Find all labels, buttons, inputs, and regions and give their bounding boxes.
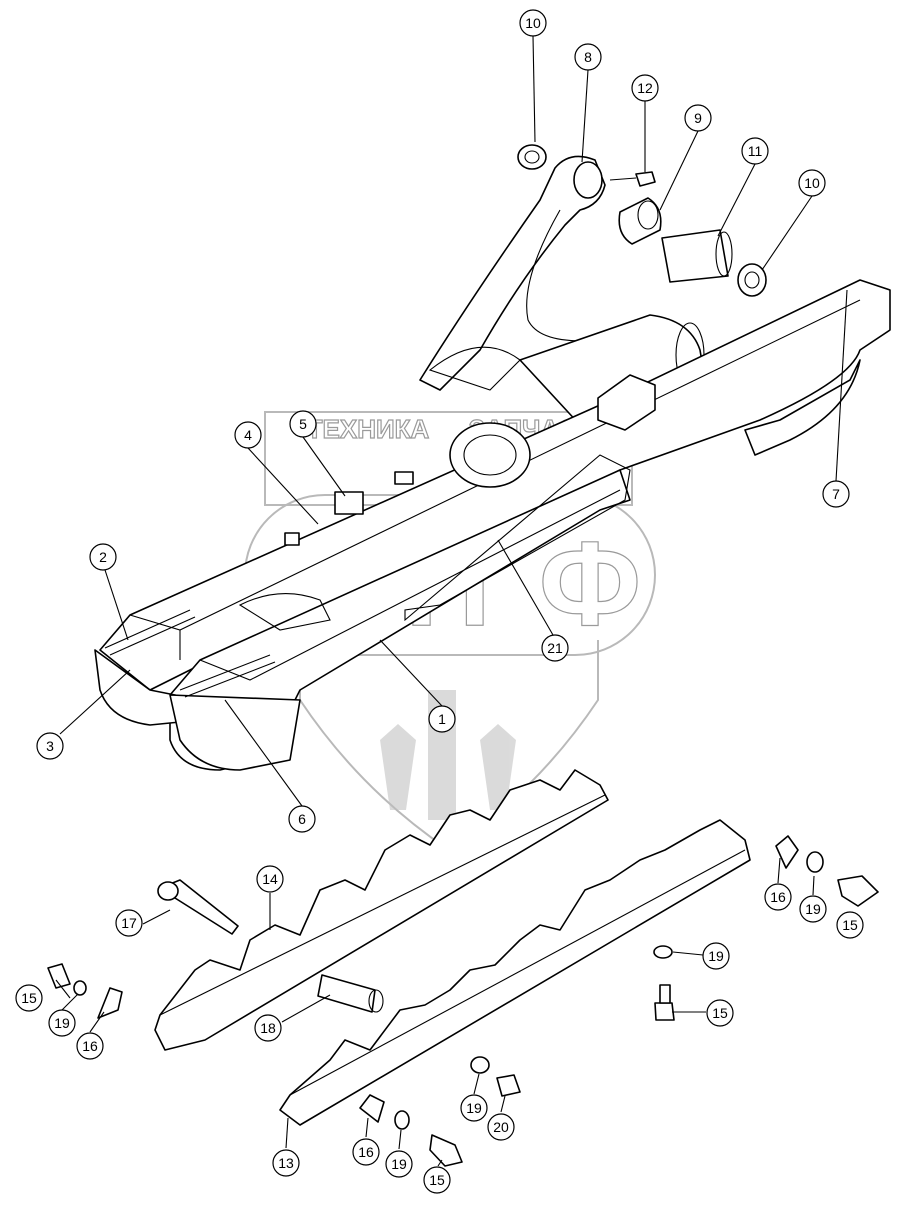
callout-12[interactable]: 12 — [631, 74, 659, 102]
callout-15[interactable]: 15 — [15, 984, 43, 1012]
svg-text:15: 15 — [842, 917, 858, 933]
svg-text:15: 15 — [429, 1172, 445, 1188]
callout-19[interactable]: 19 — [385, 1150, 413, 1178]
callout-16[interactable]: 16 — [76, 1032, 104, 1060]
svg-text:19: 19 — [466, 1100, 482, 1116]
callout-15[interactable]: 15 — [706, 999, 734, 1027]
svg-text:9: 9 — [694, 110, 702, 126]
callout-9[interactable]: 9 — [684, 104, 712, 132]
svg-text:17: 17 — [121, 915, 137, 931]
callout-11[interactable]: 11 — [741, 137, 769, 165]
callout-4[interactable]: 4 — [234, 421, 262, 449]
callout-7[interactable]: 7 — [822, 480, 850, 508]
leader-lines — [55, 35, 848, 1167]
svg-text:4: 4 — [244, 427, 252, 443]
svg-text:6: 6 — [298, 811, 306, 827]
callout-14[interactable]: 14 — [256, 865, 284, 893]
svg-text:12: 12 — [637, 80, 653, 96]
svg-text:7: 7 — [832, 486, 840, 502]
callout-16[interactable]: 16 — [764, 883, 792, 911]
callout-10[interactable]: 10 — [519, 9, 547, 37]
callout-15[interactable]: 15 — [423, 1166, 451, 1194]
callout-15[interactable]: 15 — [836, 911, 864, 939]
svg-text:3: 3 — [46, 738, 54, 754]
guard-rails — [154, 769, 751, 1126]
callout-1[interactable]: 1 — [428, 705, 456, 733]
svg-text:2: 2 — [99, 549, 107, 565]
svg-text:19: 19 — [805, 901, 821, 917]
callout-19[interactable]: 19 — [460, 1094, 488, 1122]
svg-text:10: 10 — [804, 175, 820, 191]
svg-text:16: 16 — [82, 1038, 98, 1054]
callout-8[interactable]: 8 — [574, 43, 602, 71]
pivot-parts — [517, 144, 767, 297]
callouts: 10 8 12 9 11 10 4 5 7 2 21 1 3 6 14 17 1… — [15, 9, 864, 1194]
svg-text:18: 18 — [260, 1020, 276, 1036]
svg-text:5: 5 — [299, 416, 307, 432]
callout-6[interactable]: 6 — [288, 805, 316, 833]
svg-text:1: 1 — [438, 711, 446, 727]
callout-2[interactable]: 2 — [89, 543, 117, 571]
washer-10a — [517, 144, 547, 170]
callout-5[interactable]: 5 — [289, 410, 317, 438]
svg-text:19: 19 — [54, 1015, 70, 1031]
svg-text:19: 19 — [708, 948, 724, 964]
callout-16[interactable]: 16 — [352, 1138, 380, 1166]
svg-text:8: 8 — [584, 49, 592, 65]
callout-3[interactable]: 3 — [36, 732, 64, 760]
svg-text:20: 20 — [493, 1119, 509, 1135]
callout-19[interactable]: 19 — [48, 1009, 76, 1037]
svg-text:11: 11 — [748, 143, 763, 159]
svg-text:19: 19 — [391, 1156, 407, 1172]
svg-text:10: 10 — [525, 15, 541, 31]
svg-text:14: 14 — [262, 871, 278, 887]
callout-13[interactable]: 13 — [272, 1149, 300, 1177]
callout-20[interactable]: 20 — [487, 1113, 515, 1141]
callout-19[interactable]: 19 — [702, 942, 730, 970]
hardware — [47, 835, 879, 1167]
watermark-top-text: ТЕХНИКА — [307, 414, 430, 444]
svg-text:21: 21 — [547, 640, 563, 656]
svg-text:16: 16 — [770, 889, 786, 905]
svg-text:15: 15 — [21, 990, 37, 1006]
frame-assembly — [94, 155, 891, 771]
callout-10[interactable]: 10 — [798, 169, 826, 197]
callout-21[interactable]: 21 — [541, 634, 569, 662]
callout-17[interactable]: 17 — [115, 909, 143, 937]
svg-text:16: 16 — [358, 1144, 374, 1160]
svg-text:13: 13 — [278, 1155, 294, 1171]
callout-18[interactable]: 18 — [254, 1014, 282, 1042]
callout-19[interactable]: 19 — [799, 895, 827, 923]
svg-text:15: 15 — [712, 1005, 728, 1021]
